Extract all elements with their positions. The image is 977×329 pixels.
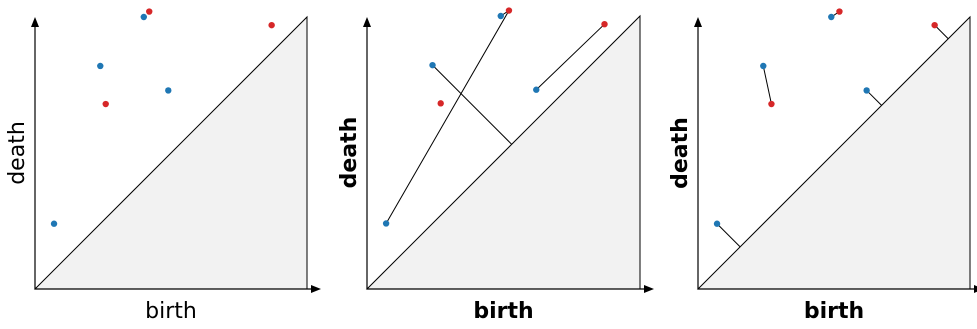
panel-2-red-point: [437, 100, 444, 107]
panel-1-blue-point: [50, 220, 58, 227]
panel-2-blue-point: [429, 61, 436, 69]
panel-2-y-label: death: [337, 117, 362, 189]
panel-3-blue-point: [760, 62, 767, 70]
panel-2-x-axis-arrow: [644, 285, 654, 293]
panel-1-red-point: [102, 100, 109, 108]
panel-3-blue-point: [828, 13, 835, 21]
panel-1-x-label: birth: [145, 299, 197, 324]
panel-3-diagonal-projection: [934, 24, 949, 40]
panel-1-red-point: [268, 21, 275, 29]
panel-1-y-axis-arrow: [31, 17, 39, 27]
panel-2-diagonal-region: [365, 14, 641, 290]
panel-2-blue-point: [382, 220, 390, 227]
panel-2-blue-point: [533, 86, 540, 93]
panel-2-matching-line: [535, 23, 605, 91]
panel-1-x-axis-arrow: [311, 285, 321, 293]
panel-1-red-point: [146, 8, 153, 15]
panel-3-x-label: birth: [804, 299, 864, 324]
panel-2-red-point: [505, 7, 513, 14]
panel-2-red-point: [601, 20, 608, 28]
panel-2-blue-point: [497, 12, 504, 20]
panel-3-diagonal-region: [696, 15, 971, 290]
panel-3-red-point: [768, 100, 775, 108]
panel-3-diagonal-projection: [866, 90, 882, 106]
panel-2-matching-line: [385, 10, 510, 224]
panel-2-x-label: birth: [473, 299, 533, 324]
panel-3-red-point: [836, 8, 843, 15]
panel-3-blue-point: [713, 220, 721, 227]
panel-3-y-label: death: [668, 117, 693, 189]
panel-3-x-axis-arrow: [974, 285, 977, 293]
panel-3-y-axis-arrow: [694, 17, 702, 27]
panel-1-blue-point: [140, 13, 147, 21]
panel-2-diagonal-projection: [432, 64, 513, 145]
panel-1-blue-point: [165, 87, 172, 94]
panel-3-blue-point: [863, 87, 870, 94]
panel-1-y-label: death: [5, 121, 30, 185]
panel-3-matching-line: [762, 65, 772, 105]
panel-1-diagonal-region: [33, 15, 308, 290]
panel-3-diagonal-projection: [716, 223, 741, 248]
panel-1-blue-point: [97, 62, 104, 70]
panel-3-red-point: [931, 21, 938, 29]
panel-2-y-axis-arrow: [363, 17, 371, 27]
